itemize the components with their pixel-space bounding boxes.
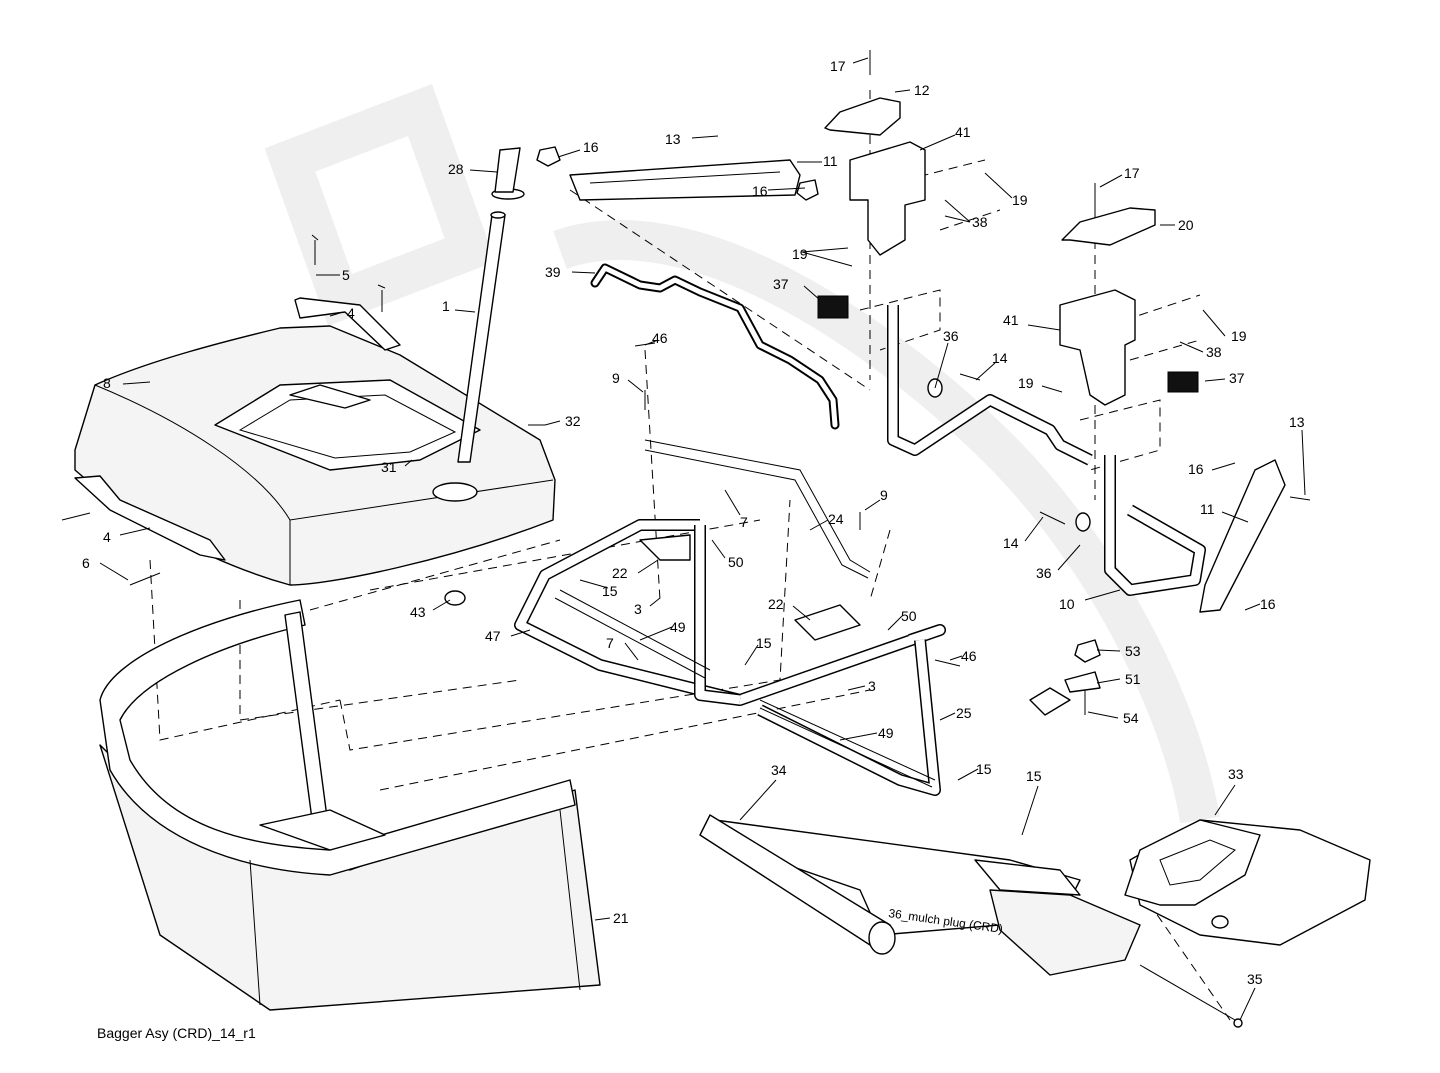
callout: 39	[545, 264, 561, 280]
callout: 12	[914, 82, 930, 98]
callout: 17	[1124, 165, 1140, 181]
callout: 4	[103, 529, 111, 545]
callout: 5	[342, 267, 350, 283]
screws	[61, 50, 1311, 715]
callout: 3	[868, 678, 876, 694]
callout: 22	[768, 596, 784, 612]
bag-body	[99, 590, 601, 1011]
callout: 19	[1012, 192, 1028, 208]
bag-lid	[74, 325, 556, 586]
callout: 24	[828, 511, 844, 527]
callout: 41	[955, 124, 971, 140]
callout: 46	[961, 648, 977, 664]
assembly-guide-lines	[149, 90, 1231, 1021]
bracket-bar	[536, 146, 1286, 613]
callout: 11	[823, 153, 838, 169]
callout: 38	[972, 214, 988, 230]
callout: 1	[442, 298, 450, 314]
callout: 7	[606, 635, 614, 651]
callout: 50	[728, 554, 744, 570]
callout: 37	[1229, 370, 1245, 386]
callout: 19	[1018, 375, 1034, 391]
callout: 46	[652, 330, 668, 346]
mount-brackets	[817, 141, 1199, 406]
callout: 21	[613, 910, 629, 926]
callout: 6	[82, 555, 90, 571]
callout: 15	[976, 761, 992, 777]
callout: 36	[1036, 565, 1052, 581]
bag-frame	[514, 519, 946, 796]
callout: 16	[1260, 596, 1276, 612]
callout: 50	[901, 608, 917, 624]
callout: 3	[634, 601, 642, 617]
callout: 49	[670, 619, 686, 635]
callout: 13	[1289, 414, 1305, 430]
callout: 16	[752, 183, 768, 199]
bent-bar	[590, 263, 840, 430]
callout: 11	[1200, 501, 1215, 517]
callout: 15	[602, 583, 618, 599]
callout: 22	[612, 565, 628, 581]
diagram-title: Bagger Asy (CRD)_14_r1	[97, 1025, 256, 1041]
callout: 8	[103, 375, 111, 391]
callout: 54	[1123, 710, 1139, 726]
callout: 14	[1003, 535, 1019, 551]
callout: 16	[583, 139, 599, 155]
callout: 19	[792, 246, 808, 262]
watermark-logo	[264, 83, 1220, 824]
rod	[644, 439, 871, 579]
callout: 35	[1247, 971, 1263, 987]
mulch-plug	[699, 639, 1371, 1028]
main-frame	[887, 305, 1206, 596]
callout: 28	[448, 161, 464, 177]
callout: 31	[381, 459, 397, 475]
callout: 9	[880, 487, 888, 503]
callout: 53	[1125, 643, 1141, 659]
callout: 51	[1125, 671, 1141, 687]
lid-handle	[74, 297, 401, 561]
handle-post	[457, 147, 525, 463]
callout: 13	[665, 131, 681, 147]
callout: 20	[1178, 217, 1194, 233]
callout: 15	[1026, 768, 1042, 784]
callout: 43	[410, 604, 426, 620]
callout: 7	[740, 514, 748, 530]
callout: 10	[1059, 596, 1075, 612]
callout: 41	[1003, 312, 1019, 328]
callout: 17	[830, 58, 846, 74]
callout: 19	[1231, 328, 1247, 344]
callout: 33	[1228, 766, 1244, 782]
callout: 37	[773, 276, 789, 292]
callout-leaders	[99, 57, 1306, 1021]
callout: 9	[612, 370, 620, 386]
callout: 38	[1206, 344, 1222, 360]
callout-labels: 17 12 41 16 13 11 16 19 38 28 17 20 19 3…	[82, 58, 1305, 1041]
clips	[824, 97, 1156, 246]
callout: 49	[878, 725, 894, 741]
callout: 4	[347, 305, 355, 321]
callout: 15	[756, 635, 772, 651]
callout: 25	[956, 705, 972, 721]
callout: 36	[943, 328, 959, 344]
callout: 32	[565, 413, 581, 429]
callout: 16	[1188, 461, 1204, 477]
callout: 47	[485, 628, 501, 644]
callout: 14	[992, 350, 1008, 366]
callout: 34	[771, 762, 787, 778]
